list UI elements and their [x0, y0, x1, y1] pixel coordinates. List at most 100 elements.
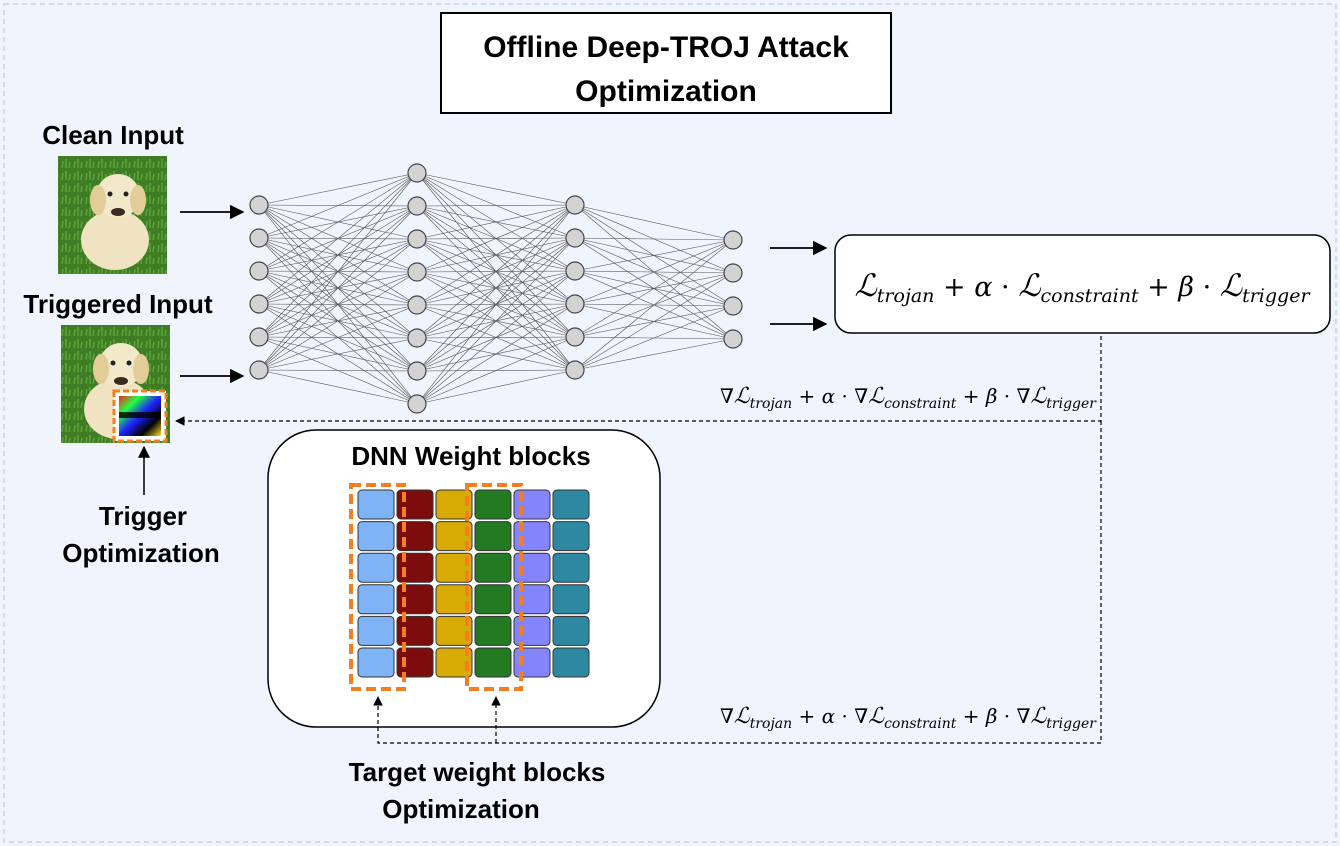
weight-block [552, 521, 590, 552]
network-connection [416, 237, 576, 405]
network-connection [416, 204, 576, 405]
network-node-layer-4 [723, 230, 743, 250]
network-connection [574, 305, 734, 371]
network-node-layer-4 [723, 263, 743, 283]
network-node-layer-4 [723, 329, 743, 349]
network-node-layer-4 [723, 296, 743, 316]
network-node-layer-2 [407, 328, 427, 348]
network-nodes [249, 163, 743, 414]
network-node-layer-3 [565, 228, 585, 248]
network-node-layer-2 [407, 229, 427, 249]
network-connection [416, 172, 576, 206]
triggered-input-label: Triggered Input [23, 289, 213, 319]
outer-border [3, 3, 1337, 843]
network-node-layer-1 [249, 360, 269, 380]
network-node-layer-1 [249, 327, 269, 347]
trigger-opt-line2: Optimization [62, 538, 219, 568]
weight-block [552, 584, 590, 615]
network-connection [416, 204, 576, 207]
weight-blocks-title: DNN Weight blocks [351, 441, 590, 471]
network-connection [258, 369, 418, 405]
network-connection [258, 369, 418, 372]
title-box: Offline Deep-TROJ Attack Optimization [440, 12, 892, 114]
network-connections [258, 172, 734, 405]
network-connection [258, 172, 418, 305]
network-node-layer-2 [407, 361, 427, 381]
weight-block [357, 521, 395, 552]
network-connection [574, 239, 734, 272]
network-connection [258, 205, 418, 371]
network-node-layer-2 [407, 295, 427, 315]
network-connection [258, 238, 418, 371]
weight-block [513, 647, 551, 678]
network-connection [574, 204, 734, 241]
trigger-patch [112, 389, 168, 443]
network-node-layer-2 [407, 163, 427, 183]
weight-block [435, 615, 473, 646]
weight-block [435, 489, 473, 520]
weight-block [552, 489, 590, 520]
weight-block [552, 647, 590, 678]
loss-box: ℒtrojan + α · ℒconstraint + β · ℒtrigger [834, 234, 1331, 334]
weight-block [474, 521, 512, 552]
weight-block [357, 584, 395, 615]
network-connection [574, 272, 734, 371]
network-connection [574, 338, 734, 371]
network-connection [416, 369, 576, 405]
weight-block [396, 647, 434, 678]
network-connection [574, 237, 734, 241]
weight-block [552, 615, 590, 646]
weight-block [357, 552, 395, 583]
title-line1: Offline Deep-TROJ Attack [483, 31, 849, 64]
loss-expression: ℒtrojan + α · ℒconstraint + β · ℒtrigger [854, 268, 1311, 307]
neural-network [249, 163, 743, 414]
network-connection [416, 336, 576, 405]
network-node-layer-2 [407, 262, 427, 282]
network-node-layer-3 [565, 327, 585, 347]
network-connection [574, 239, 734, 338]
gradient-expression-trigger: ∇ℒtrojan + α · ∇ℒconstraint + β · ∇ℒtrig… [720, 384, 1097, 412]
weight-block [435, 521, 473, 552]
network-connection [258, 172, 418, 239]
network-connection [258, 304, 418, 371]
network-connection [416, 204, 576, 306]
network-connection [416, 303, 576, 405]
network-node-layer-3 [565, 195, 585, 215]
network-node-layer-1 [249, 195, 269, 215]
network-connection [258, 172, 418, 338]
weight-block [513, 584, 551, 615]
network-connection [258, 172, 418, 272]
network-connection [574, 239, 734, 371]
network-node-layer-3 [565, 360, 585, 380]
weight-block [396, 615, 434, 646]
target-block-highlight-1 [349, 483, 406, 691]
network-connection [258, 172, 418, 371]
network-connection [416, 270, 576, 405]
network-node-layer-1 [249, 294, 269, 314]
weight-block [357, 615, 395, 646]
weight-block [474, 615, 512, 646]
weight-block [474, 647, 512, 678]
weight-block [474, 584, 512, 615]
weight-block [513, 615, 551, 646]
clean-input-label: Clean Input [42, 120, 184, 150]
network-connection [258, 172, 418, 206]
gradient-expression-weights: ∇ℒtrojan + α · ∇ℒconstraint + β · ∇ℒtrig… [720, 704, 1097, 732]
trigger-opt-line1: Trigger [99, 501, 187, 531]
target-block-highlight-2 [465, 483, 523, 691]
weight-block [435, 647, 473, 678]
network-connection [574, 239, 734, 305]
network-connection [416, 204, 576, 273]
target-opt-line1: Target weight blocks [349, 757, 606, 787]
network-connection [416, 204, 576, 240]
network-connection [416, 204, 576, 372]
weight-block [357, 489, 395, 520]
network-node-layer-2 [407, 394, 427, 414]
weight-block [435, 584, 473, 615]
network-node-layer-3 [565, 294, 585, 314]
weight-block [357, 647, 395, 678]
clean-dog-image [58, 156, 167, 274]
network-node-layer-2 [407, 196, 427, 216]
weight-blocks-panel: DNN Weight blocks [267, 429, 661, 728]
